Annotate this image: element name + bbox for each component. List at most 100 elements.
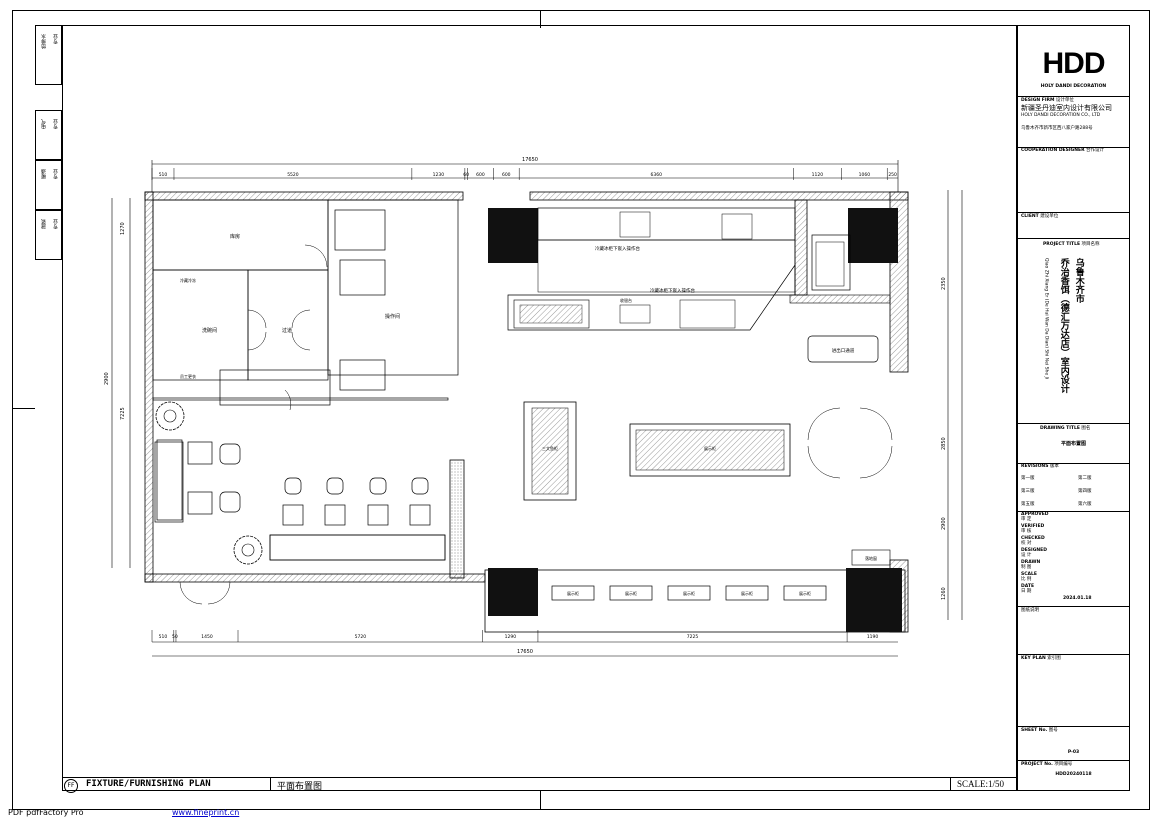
walls bbox=[144, 191, 909, 633]
bottom-dim-label: 510 bbox=[159, 634, 168, 640]
top-dim-label: 5520 bbox=[287, 172, 299, 178]
door-swings bbox=[179, 244, 893, 605]
plan-title-bar: FF FIXTURE/FURNISHING PLAN 平面布置图 SCALE:1… bbox=[62, 777, 1017, 793]
side-sub: 专业 bbox=[53, 169, 59, 179]
back-rooms bbox=[152, 199, 459, 561]
rev-5: 第五版 bbox=[1021, 502, 1035, 507]
island-right-glass bbox=[635, 429, 785, 471]
outer-frame bbox=[12, 10, 1150, 810]
overall-width-bottom: 17650 bbox=[517, 649, 533, 655]
counter-label-b: 冷藏冰柜下嵌入操作台 bbox=[650, 287, 695, 294]
display-case bbox=[667, 585, 711, 601]
ff-tag: FF bbox=[64, 779, 78, 793]
plan-title-cn: 平面布置图 bbox=[277, 782, 323, 792]
sheet-no-label: SHEET No. 图号 bbox=[1021, 728, 1058, 733]
drawing-title: 平面布置图 bbox=[1060, 441, 1086, 447]
overall-width: 17650 bbox=[522, 157, 538, 163]
top-dim-label: 1060 bbox=[859, 172, 871, 178]
window-label: 落地窗 bbox=[865, 555, 877, 561]
display-case-label: 展示柜 bbox=[625, 590, 637, 596]
window-box bbox=[851, 549, 891, 566]
column bbox=[846, 568, 902, 632]
rev-2: 第二版 bbox=[1078, 476, 1092, 481]
sheet-no: P-03 bbox=[1067, 750, 1080, 755]
top-dim-label: 600 bbox=[502, 172, 511, 178]
firm-logo-sub: HOLY DANDI DECORATION bbox=[1040, 84, 1107, 89]
plan-title-en: FIXTURE/FURNISHING PLAN bbox=[86, 779, 211, 789]
bottom-dim-label: 50 bbox=[172, 634, 178, 640]
entry-label: 进出口通道 bbox=[832, 347, 855, 354]
firm-address: 乌鲁木齐市新市区西八家户路288号 bbox=[1021, 126, 1093, 131]
project-name-1: 乌鲁木齐市 bbox=[1073, 258, 1084, 303]
display-strip: 展示柜 展示柜 展示柜 展示柜 展示柜 bbox=[551, 585, 827, 601]
rev-3: 第三版 bbox=[1021, 489, 1035, 494]
center-mark-top bbox=[540, 10, 541, 28]
bottom-dim-label: 1450 bbox=[201, 634, 213, 640]
firm-name-cn: 新疆圣丹迪室内设计有限公司 bbox=[1021, 104, 1112, 112]
room-prep: 操作间 bbox=[385, 313, 400, 320]
top-dim-label: 1120 bbox=[812, 172, 824, 178]
bottom-dim-label: 5720 bbox=[355, 634, 367, 640]
top-dim-label: 510 bbox=[159, 172, 168, 178]
title-divider bbox=[950, 777, 951, 791]
display-case-label: 展示柜 bbox=[799, 590, 811, 596]
bottom-dimension: 17650 bbox=[152, 641, 898, 657]
bottom-dim-label: 1290 bbox=[505, 634, 517, 640]
firm-name-en: HOLY DANDI DECORATION CO., LTD bbox=[1021, 113, 1101, 118]
side-label: 暖通 bbox=[41, 169, 47, 179]
side-box-plumbing: 给排水 专业 bbox=[35, 25, 62, 85]
side-box-electrical: 电气 专业 bbox=[35, 110, 62, 160]
side-label: 电气 bbox=[41, 119, 47, 129]
bottom-dim-label: 7225 bbox=[687, 634, 699, 640]
island-left-glass bbox=[531, 407, 569, 495]
footer-left: PDF pdfFactory Pro bbox=[8, 808, 84, 817]
room-corridor: 过道 bbox=[282, 327, 292, 334]
left-dim: 7225 bbox=[120, 407, 126, 420]
side-sub: 专业 bbox=[53, 34, 59, 44]
notes-title: 图纸说明 bbox=[1021, 608, 1039, 613]
side-sub: 专业 bbox=[53, 219, 59, 229]
fridge bbox=[811, 234, 851, 291]
firm-logo: HDD bbox=[1042, 47, 1106, 80]
footer-link[interactable]: www.fineprint.cn bbox=[172, 808, 240, 817]
side-label: 建筑 bbox=[41, 219, 47, 229]
title-block: HDD HOLY DANDI DECORATION DESIGN FIRM 设计… bbox=[1017, 25, 1130, 791]
display-case-label: 展示柜 bbox=[567, 590, 579, 596]
display-case-label: 展示柜 bbox=[741, 590, 753, 596]
left-dim: 2900 bbox=[104, 372, 110, 385]
plan-scale: SCALE:1/50 bbox=[957, 779, 1005, 789]
side-box-hvac: 暖通 专业 bbox=[35, 160, 62, 210]
island-right bbox=[629, 423, 791, 477]
rev-6: 第六版 bbox=[1078, 502, 1092, 507]
column bbox=[488, 208, 538, 263]
display-case bbox=[725, 585, 769, 601]
room-staff: 员工更衣 bbox=[180, 373, 196, 379]
revisions-label: REVISIONS 版本 bbox=[1021, 464, 1059, 469]
title-divider bbox=[270, 777, 271, 791]
key-plan-label: KEY PLAN 索引图 bbox=[1021, 656, 1061, 661]
kitchen-counters bbox=[507, 207, 796, 331]
right-dim: 2900 bbox=[941, 517, 947, 530]
design-firm-label: DESIGN FIRM 设计单位 bbox=[1021, 98, 1074, 103]
right-dim: 2850 bbox=[941, 437, 947, 450]
display-case bbox=[551, 585, 595, 601]
cooperation-label: COOPERATION DESIGNER 合作设计 bbox=[1021, 148, 1104, 153]
display-case-label: 展示柜 bbox=[683, 590, 695, 596]
fridge-inner bbox=[815, 241, 845, 287]
counter-label-a: 冷藏冰柜下嵌入操作台 bbox=[595, 245, 640, 252]
plant bbox=[233, 535, 263, 565]
cashier-label: 收银台 bbox=[620, 297, 632, 303]
side-label: 给排水 bbox=[41, 34, 47, 49]
project-no: HDD20240118 bbox=[1055, 772, 1092, 777]
project-name-2: 乔治香饵（德汇万达店）室内设计 bbox=[1058, 258, 1069, 393]
center-mark-bottom bbox=[540, 791, 541, 810]
top-dim-label: 6360 bbox=[651, 172, 663, 178]
project-no-label: PROJECT No. 项目编号 bbox=[1021, 762, 1073, 767]
island-left-label: 三文鱼柜 bbox=[542, 445, 558, 451]
